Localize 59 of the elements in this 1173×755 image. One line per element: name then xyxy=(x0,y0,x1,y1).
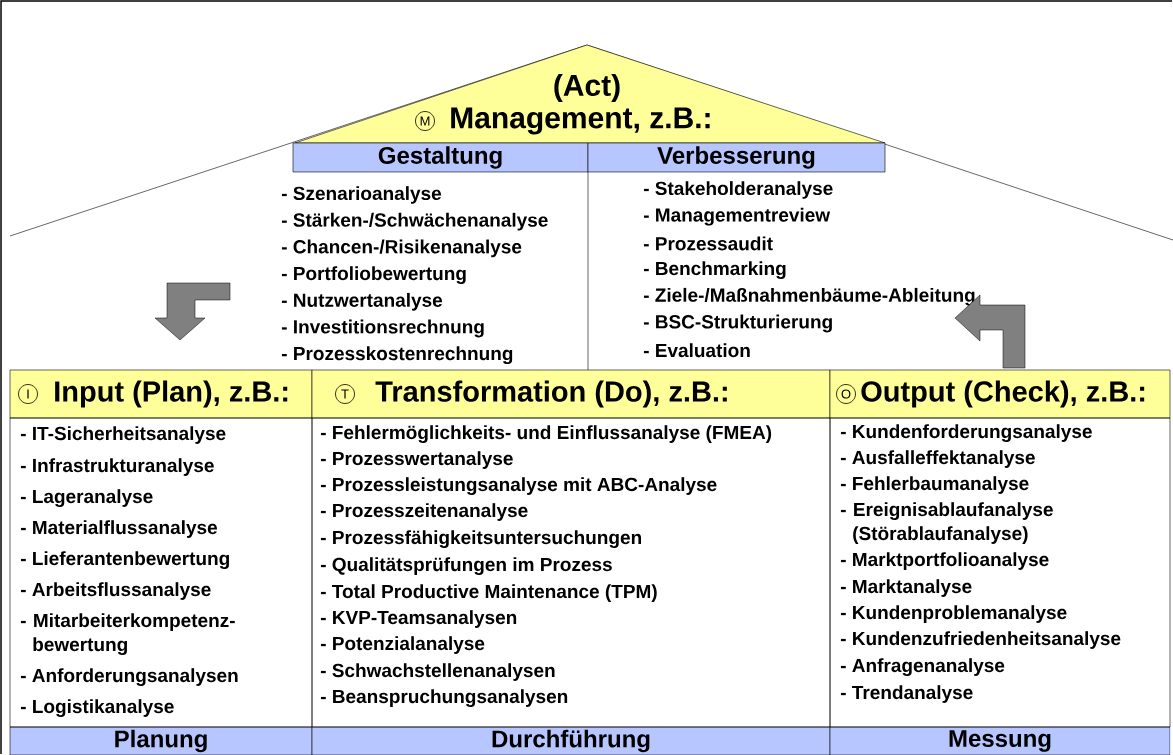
circled-letter: O xyxy=(836,384,856,404)
circled-letter: I xyxy=(18,384,38,404)
list-item: - Logistikanalyse xyxy=(20,699,174,717)
list-item: - Prozesszeitenanalyse xyxy=(320,503,528,521)
column-heading: Output (Check), z.B.: xyxy=(861,380,1145,408)
list-item: - Ziele-/Maßnahmenbäume-Ableitung xyxy=(643,287,975,306)
list-item: - Anforderungsanalysen xyxy=(20,668,238,686)
roof-heading: Management, z.B.: xyxy=(451,107,710,135)
list-item: - Prozessleistungsanalyse mit ABC-Analyse xyxy=(320,477,717,495)
list-item: - Arbeitsflussanalyse xyxy=(20,582,211,600)
list-item: - Investitionsrechnung xyxy=(281,319,484,338)
list-item: - Anfragenanalyse xyxy=(840,658,1005,676)
list-item: - Lieferantenbewertung xyxy=(20,551,229,569)
column-heading: Transformation (Do), z.B.: xyxy=(375,380,727,408)
list-item: - Lageranalyse xyxy=(20,489,153,507)
column-header: Gestaltung xyxy=(292,142,589,173)
list-item: - Stakeholderanalyse xyxy=(643,181,833,199)
list-item: - Kundenzufriedenheitsanalyse xyxy=(840,631,1121,649)
list-item: - Ereignisablaufanalyse (Störablaufanalyse) xyxy=(840,502,1053,544)
roof-title: (Act) xyxy=(554,74,620,102)
list-item: - Marktportfolioanalyse xyxy=(840,552,1049,570)
column-heading: Input (Plan), z.B.: xyxy=(55,380,288,408)
node-label: Planung xyxy=(115,729,207,753)
list-item: - Prozessfähigkeitsuntersuchungen xyxy=(320,530,641,548)
list-item: - Prozesskostenrechnung xyxy=(281,346,513,365)
list-item: - Nutzwertanalyse xyxy=(281,292,443,311)
list-item: - IT-Sicherheitsanalyse xyxy=(20,426,226,444)
list-item: - BSC-Strukturierung xyxy=(643,314,832,333)
column-footer: Planung xyxy=(9,726,313,755)
column-header: Verbesserung xyxy=(587,142,886,173)
list-item: - Beanspruchungsanalysen xyxy=(320,689,568,707)
list-item: - Infrastrukturanalyse xyxy=(20,458,214,476)
list-item: - Portfoliobewertung xyxy=(281,266,466,284)
list-item: - Prozessaudit xyxy=(643,236,773,251)
list-item: - Marktanalyse xyxy=(840,579,972,597)
list-item: - Fehlermöglichkeits- und Einflussanalyse (FMEA) xyxy=(320,425,772,443)
circled-letter: M xyxy=(415,111,435,131)
list-item: - Mitarbeiterkompetenz- bewertung xyxy=(20,613,235,655)
circled-letter: T xyxy=(335,384,355,404)
list-item: - Total Productive Maintenance (TPM) xyxy=(320,584,657,602)
list-item: - Managementreview xyxy=(643,207,831,226)
list-item: - Fehlerbaumanalyse xyxy=(840,476,1029,494)
list-item: - Ausfalleffektanalyse xyxy=(840,450,1035,468)
list-item: - Schwachstellenanalysen xyxy=(320,663,555,681)
list-item: - Chancen-/Risikenanalyse xyxy=(281,239,522,258)
list-item: - Szenarioanalyse xyxy=(281,186,442,204)
node-label: Durchführung xyxy=(492,729,650,753)
list-item: - Stärken-/Schwächenanalyse xyxy=(281,212,548,231)
list-item: - KVP-Teamsanalysen xyxy=(320,610,517,628)
list-item: - Qualitätsprüfungen im Prozess xyxy=(320,557,612,575)
list-item: - Materialflussanalyse xyxy=(20,520,217,538)
list-item: - Trendanalyse xyxy=(840,685,973,703)
column-footer: Durchführung xyxy=(311,726,831,755)
list-item: - Potenzialanalyse xyxy=(320,636,485,654)
list-item: - Kundenforderungsanalyse xyxy=(840,424,1092,442)
list-item: - Kundenproblemanalyse xyxy=(840,605,1067,623)
list-item: - Prozesswertanalyse xyxy=(320,451,513,469)
column-footer: Messung xyxy=(829,726,1171,755)
list-item: - Benchmarking xyxy=(643,261,786,279)
